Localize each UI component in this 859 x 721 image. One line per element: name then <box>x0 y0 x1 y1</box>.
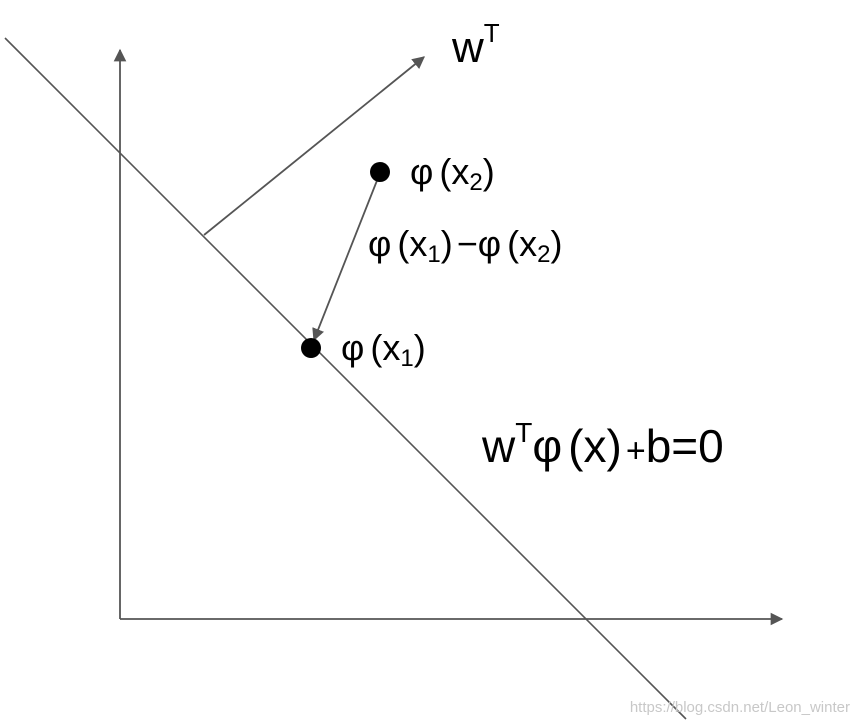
point-phi-x2 <box>370 162 390 182</box>
eq-open: ( <box>568 420 584 472</box>
w-label-sup: T <box>484 18 500 48</box>
phi-x1-sub: 1 <box>400 345 413 372</box>
eq-var: x <box>584 420 607 472</box>
eq-phi: φ <box>532 420 562 472</box>
eq-close: ) <box>607 420 622 472</box>
diff-var-a: x <box>409 223 427 264</box>
diff-close-a: ) <box>441 223 453 264</box>
phi-x2-sub: 2 <box>469 169 482 196</box>
diff-var-b: x <box>519 223 537 264</box>
w-transpose-label: wT <box>451 18 500 72</box>
diff-open-a: ( <box>397 223 409 264</box>
phi-x2-label: φ(x2) <box>410 151 495 196</box>
w-normal-vector-arrow <box>203 56 425 236</box>
point-phi-x1 <box>301 338 321 358</box>
phi-x1-label: φ(x1) <box>341 327 426 372</box>
phi-x2-close: ) <box>483 151 495 192</box>
phi-x1-open: ( <box>370 327 382 368</box>
phi-x2-var: x <box>451 151 469 192</box>
eq-sup: T <box>515 417 532 448</box>
diff-minus: − <box>457 223 478 264</box>
difference-vector-arrow <box>312 177 379 342</box>
eq-w: w <box>481 420 516 472</box>
hyperplane-line <box>4 37 687 720</box>
diff-phi-a: φ <box>368 223 391 264</box>
diff-sub-a: 1 <box>427 241 440 268</box>
diff-close-b: ) <box>550 223 562 264</box>
phi-x2-open: ( <box>439 151 451 192</box>
w-label-base: w <box>451 23 484 72</box>
diff-phi-b: φ <box>478 223 501 264</box>
diff-open-b: ( <box>507 223 519 264</box>
phi-x1-phi: φ <box>341 327 364 368</box>
phi-x2-phi: φ <box>410 151 433 192</box>
phi-x1-close: ) <box>414 327 426 368</box>
eq-plus: + <box>626 432 646 470</box>
difference-label: φ(x1)−φ(x2) <box>368 223 562 268</box>
phi-x1-var: x <box>382 327 400 368</box>
diff-sub-b: 2 <box>537 241 550 268</box>
eq-rest: b=0 <box>646 420 724 472</box>
watermark-text: https://blog.csdn.net/Leon_winter <box>630 699 850 716</box>
hyperplane-equation: wTφ(x)+b=0 <box>481 417 724 472</box>
